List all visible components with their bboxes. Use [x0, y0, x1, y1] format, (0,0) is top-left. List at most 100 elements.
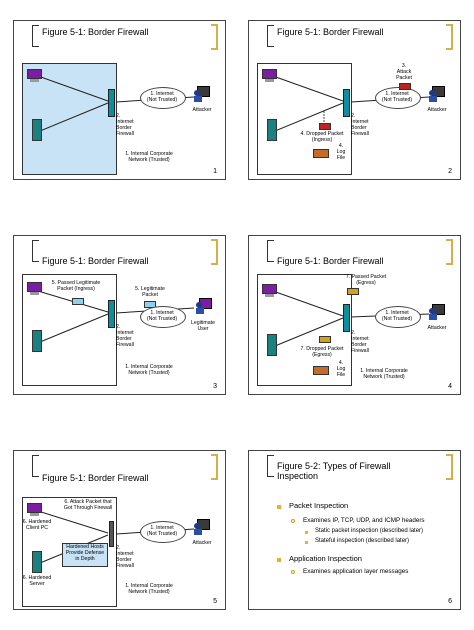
corporate-network-label: 1. Internal Corporate Network (Trusted): [360, 368, 408, 380]
attacker-icon: [194, 86, 210, 102]
dropped-packet-icon: [319, 336, 331, 343]
corporate-network-label: 1. Internal Corporate Network (Trusted): [125, 151, 173, 163]
server-icon: [32, 330, 42, 352]
attacker-label: Attacker: [192, 107, 212, 113]
right-bracket: [211, 239, 218, 265]
right-bracket: [446, 454, 453, 480]
slide-number: 1: [213, 168, 217, 175]
internet-label: 1. Internet (Not Trusted): [146, 525, 178, 537]
legitimate-user-label: Legitimate User: [191, 320, 215, 332]
log-file-icon: [313, 366, 329, 375]
bullet-square-icon: [277, 558, 281, 562]
server-icon: [32, 119, 42, 141]
corporate-network-label: 1. Internal Corporate Network (Trusted): [125, 583, 173, 595]
firewall-label: 2. Internet Border Firewall: [116, 545, 134, 569]
firewall-icon: [343, 89, 350, 117]
defense-in-depth-label: Hardened Hosts Provide Defense in Depth: [65, 544, 105, 562]
bullet-item: Application Inspection: [289, 554, 362, 563]
firewall-label: 2. Internet Border Firewall: [116, 324, 134, 348]
legitimate-user-icon: [196, 298, 212, 314]
bullet-square-icon: [305, 541, 308, 544]
left-bracket: [32, 455, 39, 477]
slide-number: 4: [448, 383, 452, 390]
right-bracket: [211, 24, 218, 50]
slide-4: Figure 5-1: Border Firewall 7. Passed Pa…: [248, 235, 461, 395]
slide-number: 3: [213, 383, 217, 390]
attacker-label: Attacker: [192, 540, 212, 546]
firewall-icon: [108, 300, 115, 328]
bullet-square-icon: [277, 505, 281, 509]
firewall-icon: [109, 521, 114, 547]
passed-packet-label: 5. Passed Legitimate Packet (Ingress): [51, 280, 101, 292]
bullet-square-icon: [305, 531, 308, 534]
internet-cloud-icon: [375, 306, 421, 328]
log-file-label: 4. Log File: [336, 360, 346, 378]
firewall-label: 2. Internet Border Firewall: [351, 330, 369, 354]
internet-cloud-icon: [140, 521, 186, 543]
internet-label: 1. Internet (Not Trusted): [381, 91, 413, 103]
slide-title: Figure 5-1: Border Firewall: [42, 256, 149, 266]
hardened-client-label: 6. Hardened Client PC: [22, 519, 52, 531]
packet-icon: [72, 298, 84, 305]
client-pc-icon: [27, 69, 42, 82]
bullet-item: Packet Inspection: [289, 501, 349, 510]
dropped-packet-label: 7. Dropped Packet (Egress): [300, 346, 344, 358]
right-bracket: [211, 454, 218, 480]
internet-cloud-icon: [140, 87, 186, 109]
sub-bullet-item: Examines IP, TCP, UDP, and ICMP headers: [303, 517, 425, 524]
attacker-icon: [429, 304, 445, 320]
firewall-label: 2. Internet Border Firewall: [116, 113, 134, 137]
slide-title: Figure 5-1: Border Firewall: [42, 473, 149, 483]
server-icon: [267, 119, 277, 141]
left-bracket: [267, 240, 274, 262]
internet-cloud-icon: [375, 87, 421, 109]
attacker-icon: [429, 86, 445, 102]
slide-number: 2: [448, 168, 452, 175]
attack-packet-label: 3. Attack Packet: [396, 63, 412, 81]
firewall-icon: [108, 89, 115, 117]
internet-label: 1. Internet (Not Trusted): [146, 91, 178, 103]
attacker-label: Attacker: [427, 107, 447, 113]
client-pc-icon: [27, 282, 42, 295]
defense-in-depth-note: [62, 543, 108, 567]
dropped-packet-label: 4. Dropped Packet (Ingress): [300, 131, 344, 143]
client-pc-icon: [262, 284, 277, 297]
internet-label: 1. Internet (Not Trusted): [146, 310, 178, 322]
slide-6: Figure 5-2: Types of Firewall Inspection…: [248, 450, 461, 610]
client-pc-icon: [262, 69, 277, 82]
right-bracket: [446, 239, 453, 265]
slide-title: Figure 5-1: Border Firewall: [277, 27, 384, 37]
left-bracket: [267, 25, 274, 47]
left-bracket: [32, 240, 39, 262]
slide-title: Figure 5-2: Types of Firewall Inspection: [277, 461, 391, 481]
left-bracket: [267, 455, 274, 477]
firewall-icon: [343, 304, 350, 332]
slide-3: Figure 5-1: Border Firewall 5. Passed Le…: [13, 235, 226, 395]
slide-title: Figure 5-1: Border Firewall: [42, 27, 149, 37]
slide-number: 5: [213, 598, 217, 605]
log-file-icon: [313, 149, 329, 158]
attack-through-label: 6. Attack Packet that Got Through Firewa…: [63, 499, 113, 511]
server-icon: [267, 334, 277, 356]
sub-bullet-item: Examines application layer messages: [303, 568, 409, 575]
passed-packet-label: 7. Passed Packet (Egress): [345, 274, 387, 286]
server-icon: [32, 551, 42, 573]
packet-icon: [347, 288, 359, 295]
right-bracket: [446, 24, 453, 50]
attacker-label: Attacker: [427, 325, 447, 331]
internet-cloud-icon: [140, 306, 186, 328]
dropped-packet-icon: [319, 123, 331, 130]
corporate-network-label: 1. Internal Corporate Network (Trusted): [125, 364, 173, 376]
hardened-server-label: 6. Hardened Server: [22, 575, 52, 587]
slide-5: Figure 5-1: Border Firewall 6. Attack Pa…: [13, 450, 226, 610]
sub-sub-bullet-item: Static packet inspection (described late…: [315, 528, 424, 534]
internet-label: 1. Internet (Not Trusted): [381, 310, 413, 322]
left-bracket: [32, 25, 39, 47]
bullet-circle-icon: [291, 570, 295, 574]
slide-title: Figure 5-1: Border Firewall: [277, 256, 384, 266]
sub-sub-bullet-item: Stateful inspection (described later): [315, 538, 410, 544]
packet-icon: [399, 83, 411, 90]
slide-1: Figure 5-1: Border Firewall 1. Internet …: [13, 20, 226, 180]
slide-2: Figure 5-1: Border Firewall 1. Internet …: [248, 20, 461, 180]
legitimate-packet-label: 5. Legitimate Packet: [135, 286, 165, 298]
